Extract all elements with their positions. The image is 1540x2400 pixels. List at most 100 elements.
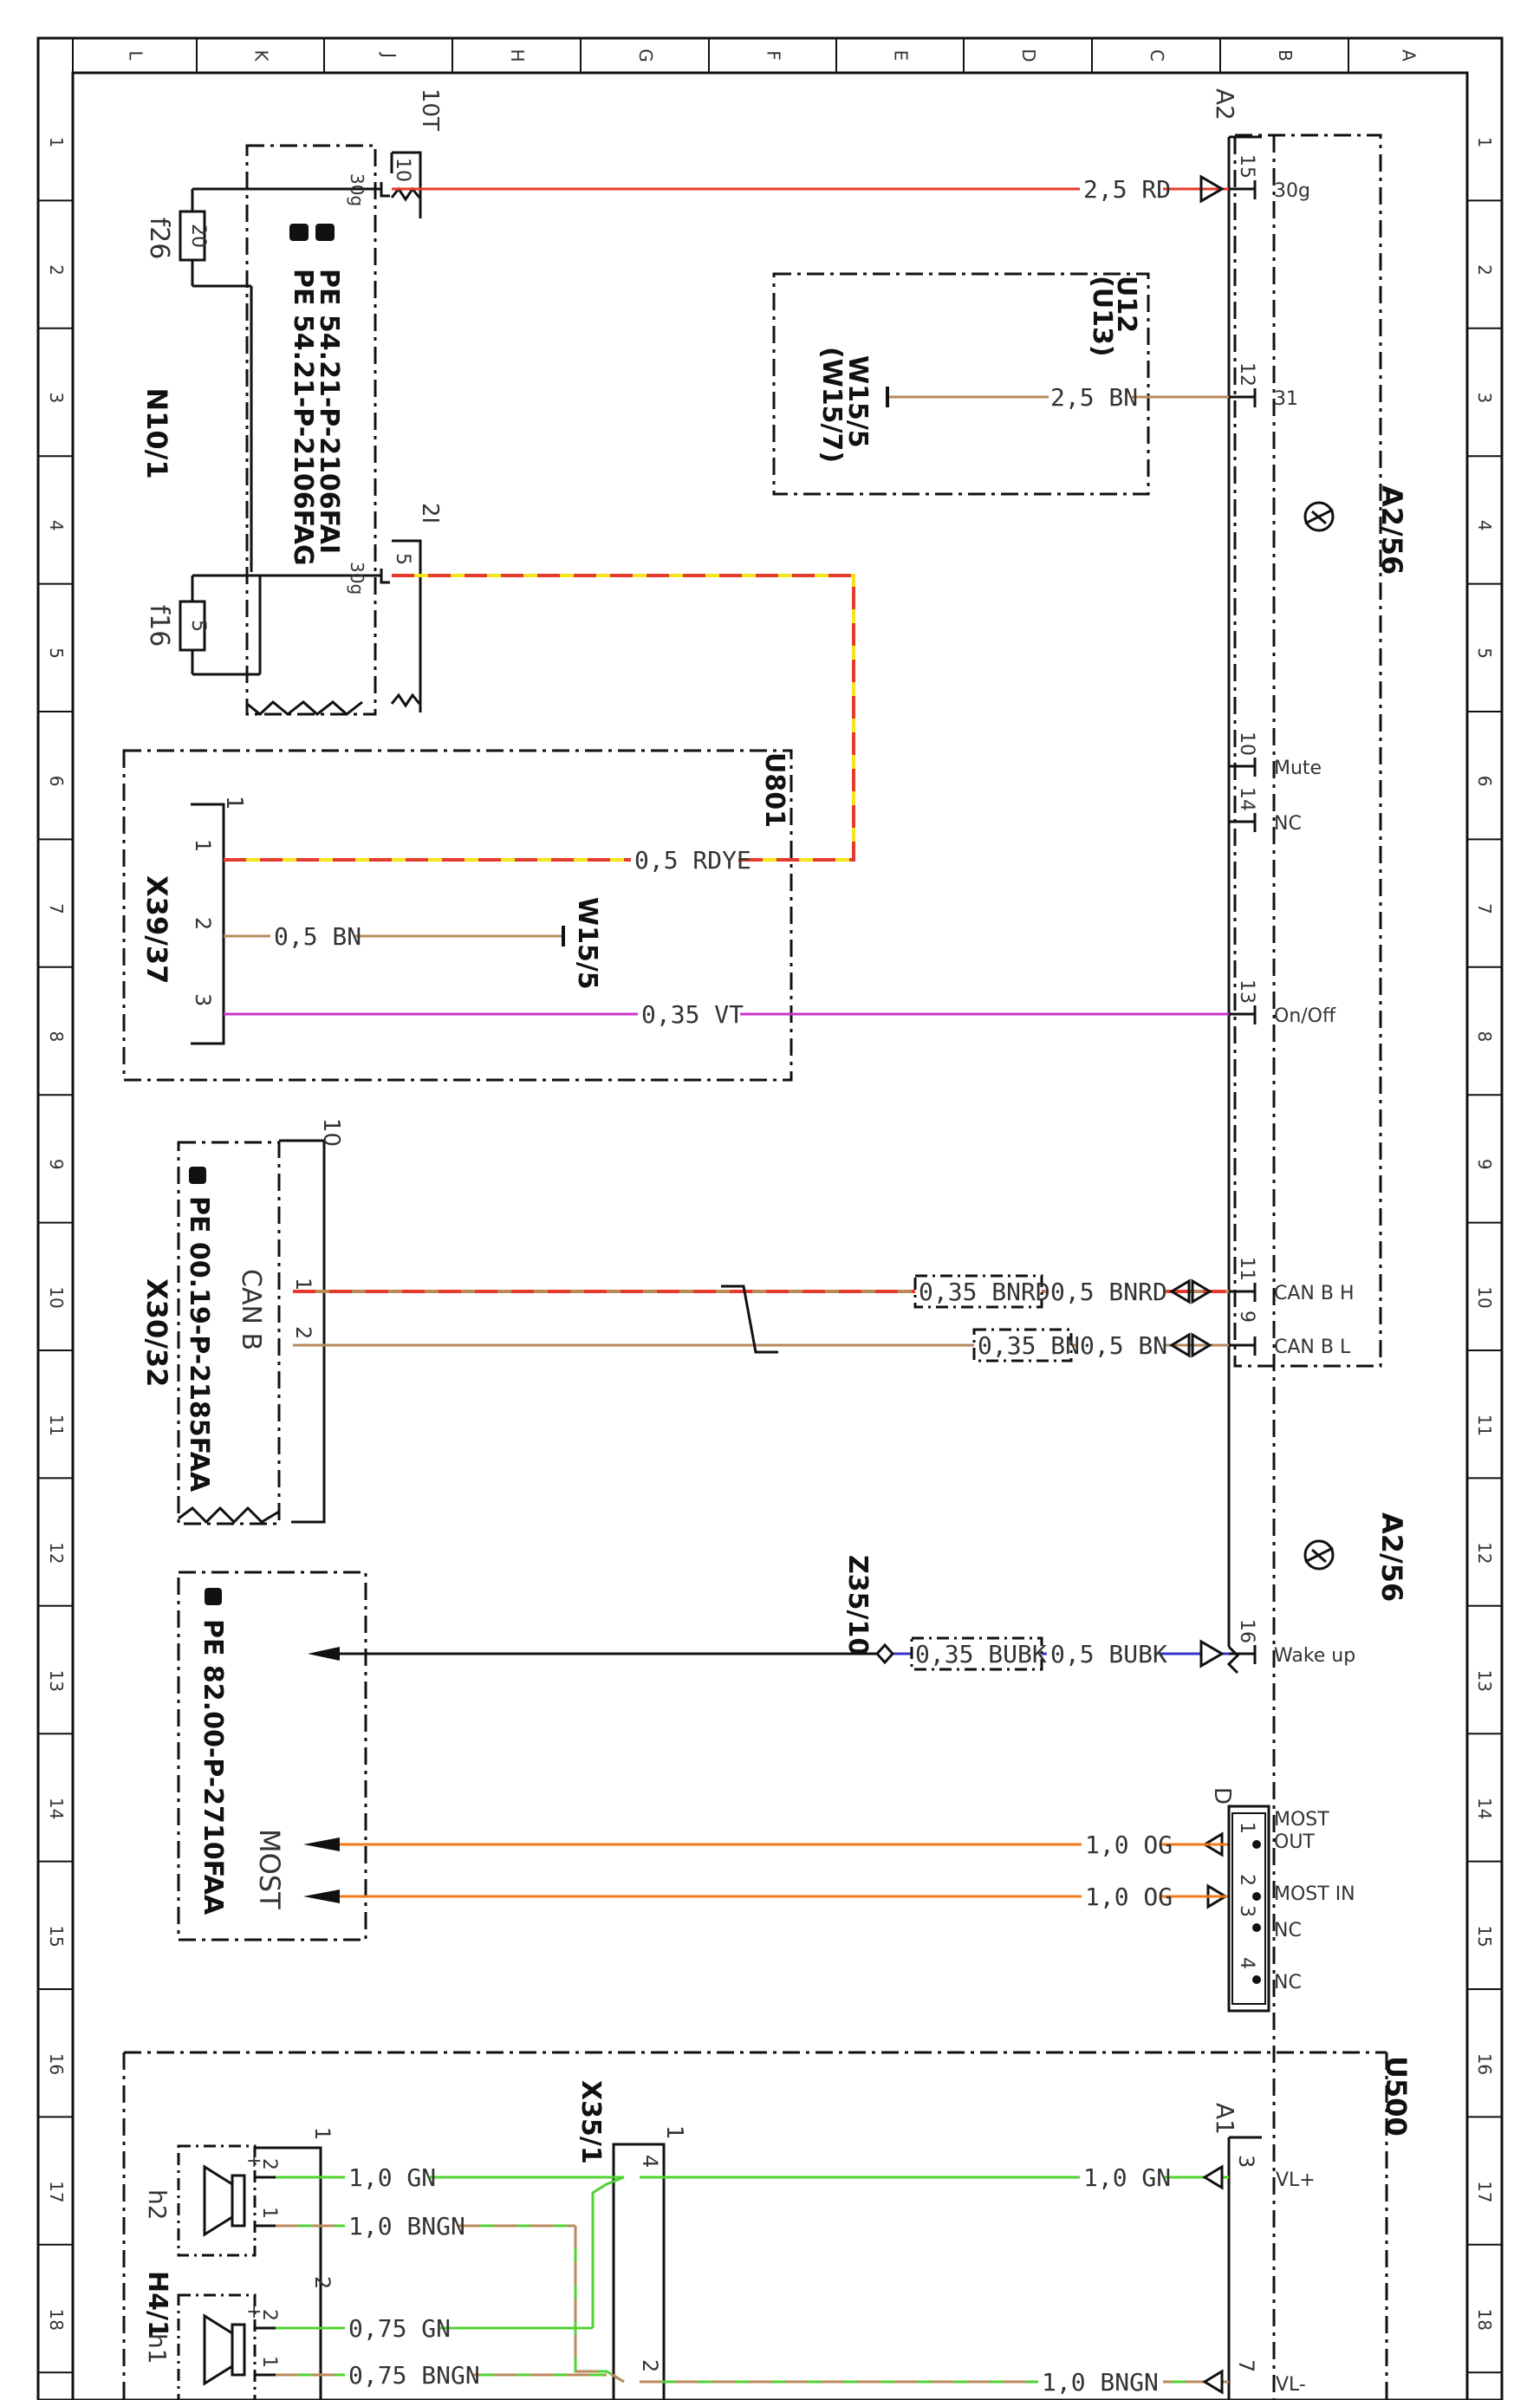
x35-conn-no: 1 (661, 2125, 687, 2140)
x35-1-label: X35/1 (575, 2080, 606, 2164)
a2-body: A2 A2/56 A2/56 (1211, 88, 1408, 2400)
a2-pin-number: 14 (1236, 787, 1257, 811)
row-label: 1 (46, 137, 67, 148)
a2-signal-name: 31 (1274, 388, 1298, 410)
row-label: 11 (1474, 1415, 1495, 1436)
row-label: 12 (46, 1542, 67, 1564)
bidir-arrow-icon (1169, 1278, 1212, 1358)
row-label: 6 (1474, 776, 1495, 787)
most-signal-name: NC (1274, 1972, 1302, 1993)
h2-plus: + (246, 2150, 262, 2172)
row-label: 13 (1474, 1670, 1495, 1692)
row-label: 16 (46, 2053, 67, 2075)
u12-label: U12 (1111, 276, 1141, 333)
row-label: 5 (46, 647, 67, 659)
a2-pin-number: 11 (1236, 1257, 1257, 1281)
x39-pin-2: 2 (191, 917, 215, 930)
w-bngn-h2-label: 1,0 BNGN (348, 2212, 465, 2241)
row-label: 17 (46, 2181, 67, 2202)
a2-signal-name: Wake up (1274, 1645, 1355, 1667)
canb-ref: PE 00.19-P-2185FAA (184, 1196, 214, 1493)
z35-10-label: Z35/10 (842, 1555, 873, 1655)
frame-grid (38, 38, 1502, 2374)
most-signal-name: MOST IN (1274, 1883, 1355, 1905)
most-signal-name: MOST (1274, 1809, 1329, 1831)
row-label: 4 (1474, 520, 1495, 531)
column-label: K (251, 49, 272, 62)
most-signal-name: NC (1274, 1920, 1302, 1941)
most-title: MOST (253, 1829, 286, 1909)
most-box (177, 1571, 1270, 2013)
wake-wire-label: 0,5 BUBK (1050, 1640, 1167, 1668)
a2-pin-number: 16 (1236, 1619, 1257, 1643)
canb-box (177, 1139, 326, 1525)
connector-2i-pin: 5 (392, 553, 413, 565)
hand-icon (205, 1588, 222, 1605)
column-label: L (126, 50, 146, 61)
connector-2i (390, 539, 422, 712)
h1-label: h1 (143, 2333, 172, 2364)
w-bngn-h1-label: 0,75 BNGN (348, 2361, 480, 2390)
wake-box-label: 0,35 BUBK (915, 1640, 1047, 1668)
connector-2i-label: 2I (417, 503, 443, 524)
u13-label: (U13) (1087, 276, 1117, 357)
u500-wires (276, 2163, 1229, 2396)
u500-box (122, 2051, 1388, 2400)
a2-signal-name: CAN B L (1274, 1337, 1351, 1358)
x30-conn-no: 10 (318, 1118, 344, 1147)
drawing-frame (36, 36, 1504, 2400)
column-label: D (1018, 49, 1039, 62)
fuse-f16-label: f16 (144, 605, 174, 647)
h1-conn-no: 2 (310, 2276, 335, 2289)
radio-icon (1303, 1539, 1335, 1571)
a2-pin-number: 10 (1236, 732, 1257, 756)
h2-label: h2 (143, 2189, 172, 2221)
connector-2i-sig: 30g (347, 562, 367, 595)
a2-pin-number: 9 (1236, 1311, 1257, 1323)
a2-pin-number: 15 (1236, 154, 1257, 179)
x35-pin-2: 2 (638, 2359, 662, 2372)
h1-pin-1: 1 (258, 2356, 280, 2368)
h4-1-label: H4/1 (142, 2271, 172, 2338)
wire-2-5-rd-label: 2,5 RD (1083, 175, 1171, 204)
row-label: 16 (1474, 2053, 1495, 2075)
a2-signal-name: Mute (1274, 758, 1322, 779)
a2-signal-name: NC (1274, 813, 1302, 835)
row-label: 3 (46, 393, 67, 404)
wire-2-5-bn-label: 2,5 BN (1050, 383, 1138, 412)
wire-0-35-vt-label: 0,35 VT (641, 1000, 744, 1029)
row-label: 6 (46, 776, 67, 787)
row-label: 18 (1474, 2309, 1495, 2331)
most-signal-name: OUT (1274, 1831, 1315, 1853)
row-label: 3 (1474, 393, 1495, 404)
row-label: 15 (46, 1925, 67, 1947)
radio-icon (1303, 501, 1335, 532)
fuse-f16-value: 5 (187, 620, 209, 632)
a2-pin-number: 13 (1236, 979, 1257, 1004)
row-label: 18 (46, 2309, 67, 2331)
n10-fuse-box: 20 f26 5 f16 N10/1 PE 54.21-P-2106FAG PE… (140, 88, 443, 716)
x39-37-label: X39/37 (140, 875, 173, 984)
row-label: 8 (1474, 1031, 1495, 1043)
row-label: 2 (46, 264, 67, 276)
most-pin-number: 4 (1236, 1957, 1257, 1969)
x39-conn-no: 1 (221, 796, 247, 810)
w15-5-top-label: W15/5 (842, 355, 873, 448)
row-label: 14 (46, 1798, 67, 1819)
row-label: 10 (1474, 1286, 1495, 1308)
a2-signal-name: 30g (1274, 180, 1310, 202)
canb-bus-label: CAN B (236, 1269, 266, 1350)
a2-56-label-top: A2/56 (1375, 485, 1408, 575)
a1-pin-3: 3 (1234, 2155, 1258, 2168)
can-h-box-label: 0,35 BNRD (919, 1278, 1050, 1306)
w15-5-label: W15/5 (572, 897, 602, 990)
row-label: 7 (1474, 903, 1495, 914)
connector-10t-sig: 30g (347, 173, 367, 206)
most-ref: PE 82.00-P-2710FAA (198, 1619, 228, 1915)
a2-pin-number: 12 (1236, 362, 1257, 387)
most-wire-2-label: 1,0 OG (1085, 1883, 1173, 1911)
